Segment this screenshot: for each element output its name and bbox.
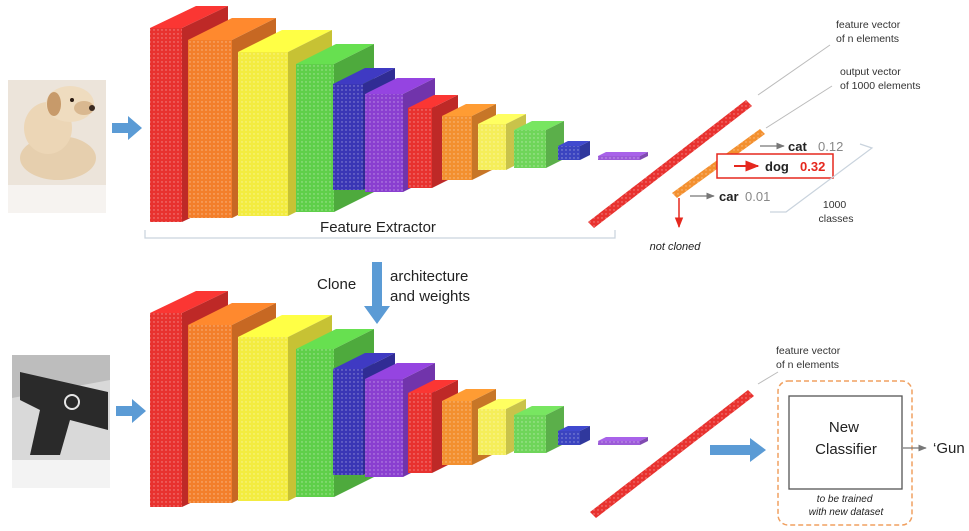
- classes-count-line-2: classes: [818, 213, 853, 225]
- input-arrow-bottom: [116, 399, 146, 423]
- classifier-input-arrow: [710, 438, 766, 462]
- feature-vector-line-1: feature vector: [836, 19, 901, 31]
- clone-label: Clone: [317, 276, 356, 293]
- clone-detail: architecture and weights: [390, 268, 473, 305]
- top-layer-11: [558, 141, 590, 160]
- feature-vector-line-2: of n elements: [836, 33, 899, 45]
- classifier-line-2: Classifier: [815, 441, 877, 458]
- feature-vector-label-top: feature vector of n elements: [836, 19, 903, 45]
- input-arrow-top: [112, 116, 142, 140]
- feature-vector-bottom-line-1: feature vector: [776, 345, 841, 357]
- feature-vector-leader-top: [757, 44, 831, 96]
- clone-detail-line-2: and weights: [390, 288, 470, 305]
- feature-extractor-bracket: [144, 230, 616, 239]
- top-layer-12: [598, 152, 648, 160]
- class-cat-score: 0.12: [818, 139, 843, 154]
- classifier-note-line-2: with new dataset: [809, 507, 885, 518]
- classes-brace: [770, 143, 874, 213]
- dog-image: [8, 80, 106, 213]
- classifier-line-1: New: [829, 419, 859, 436]
- output-vector-line-1: output vector: [840, 66, 901, 78]
- classifier-dashed-box: [777, 380, 913, 526]
- class-car-name: car: [719, 189, 739, 204]
- bottom-layer-10: [514, 406, 564, 453]
- feature-vector-bar-bottom: [590, 390, 754, 518]
- feature-vector-label-bottom: feature vector of n elements: [776, 345, 843, 371]
- not-cloned-label: not cloned: [650, 241, 702, 253]
- output-vector-leader: [765, 85, 833, 129]
- class-cat-name: cat: [788, 139, 807, 154]
- output-vector-line-2: of 1000 elements: [840, 80, 921, 92]
- clone-detail-line-1: architecture: [390, 268, 468, 285]
- feature-extractor-label: Feature Extractor: [320, 219, 436, 236]
- feature-vector-leader-bottom: [757, 371, 779, 385]
- classifier-note-line-1: to be trained: [817, 494, 873, 505]
- class-dog-name: dog: [765, 159, 789, 174]
- new-classifier-label: New Classifier: [815, 419, 877, 458]
- class-car-score: 0.01: [745, 189, 770, 204]
- classes-count-label: 1000 classes: [818, 199, 853, 225]
- top-layer-10: [514, 121, 564, 168]
- gun-image: [12, 355, 110, 488]
- bottom-layer-11: [558, 426, 590, 445]
- bottom-layer-12: [598, 437, 648, 445]
- layer-stack-bottom: [150, 291, 648, 507]
- feature-vector-bar-top: [588, 100, 752, 228]
- clone-arrow: [364, 262, 390, 324]
- new-classifier-box: [788, 395, 903, 490]
- output-label-gun: ‘Gun: [933, 440, 965, 457]
- class-dog-score: 0.32: [800, 159, 825, 174]
- classes-count-line-1: 1000: [823, 199, 847, 211]
- feature-vector-bottom-line-2: of n elements: [776, 359, 839, 371]
- layer-stack-top: [150, 6, 648, 222]
- output-vector-label: output vector of 1000 elements: [840, 66, 921, 92]
- classifier-note: to be trained with new dataset: [809, 494, 885, 518]
